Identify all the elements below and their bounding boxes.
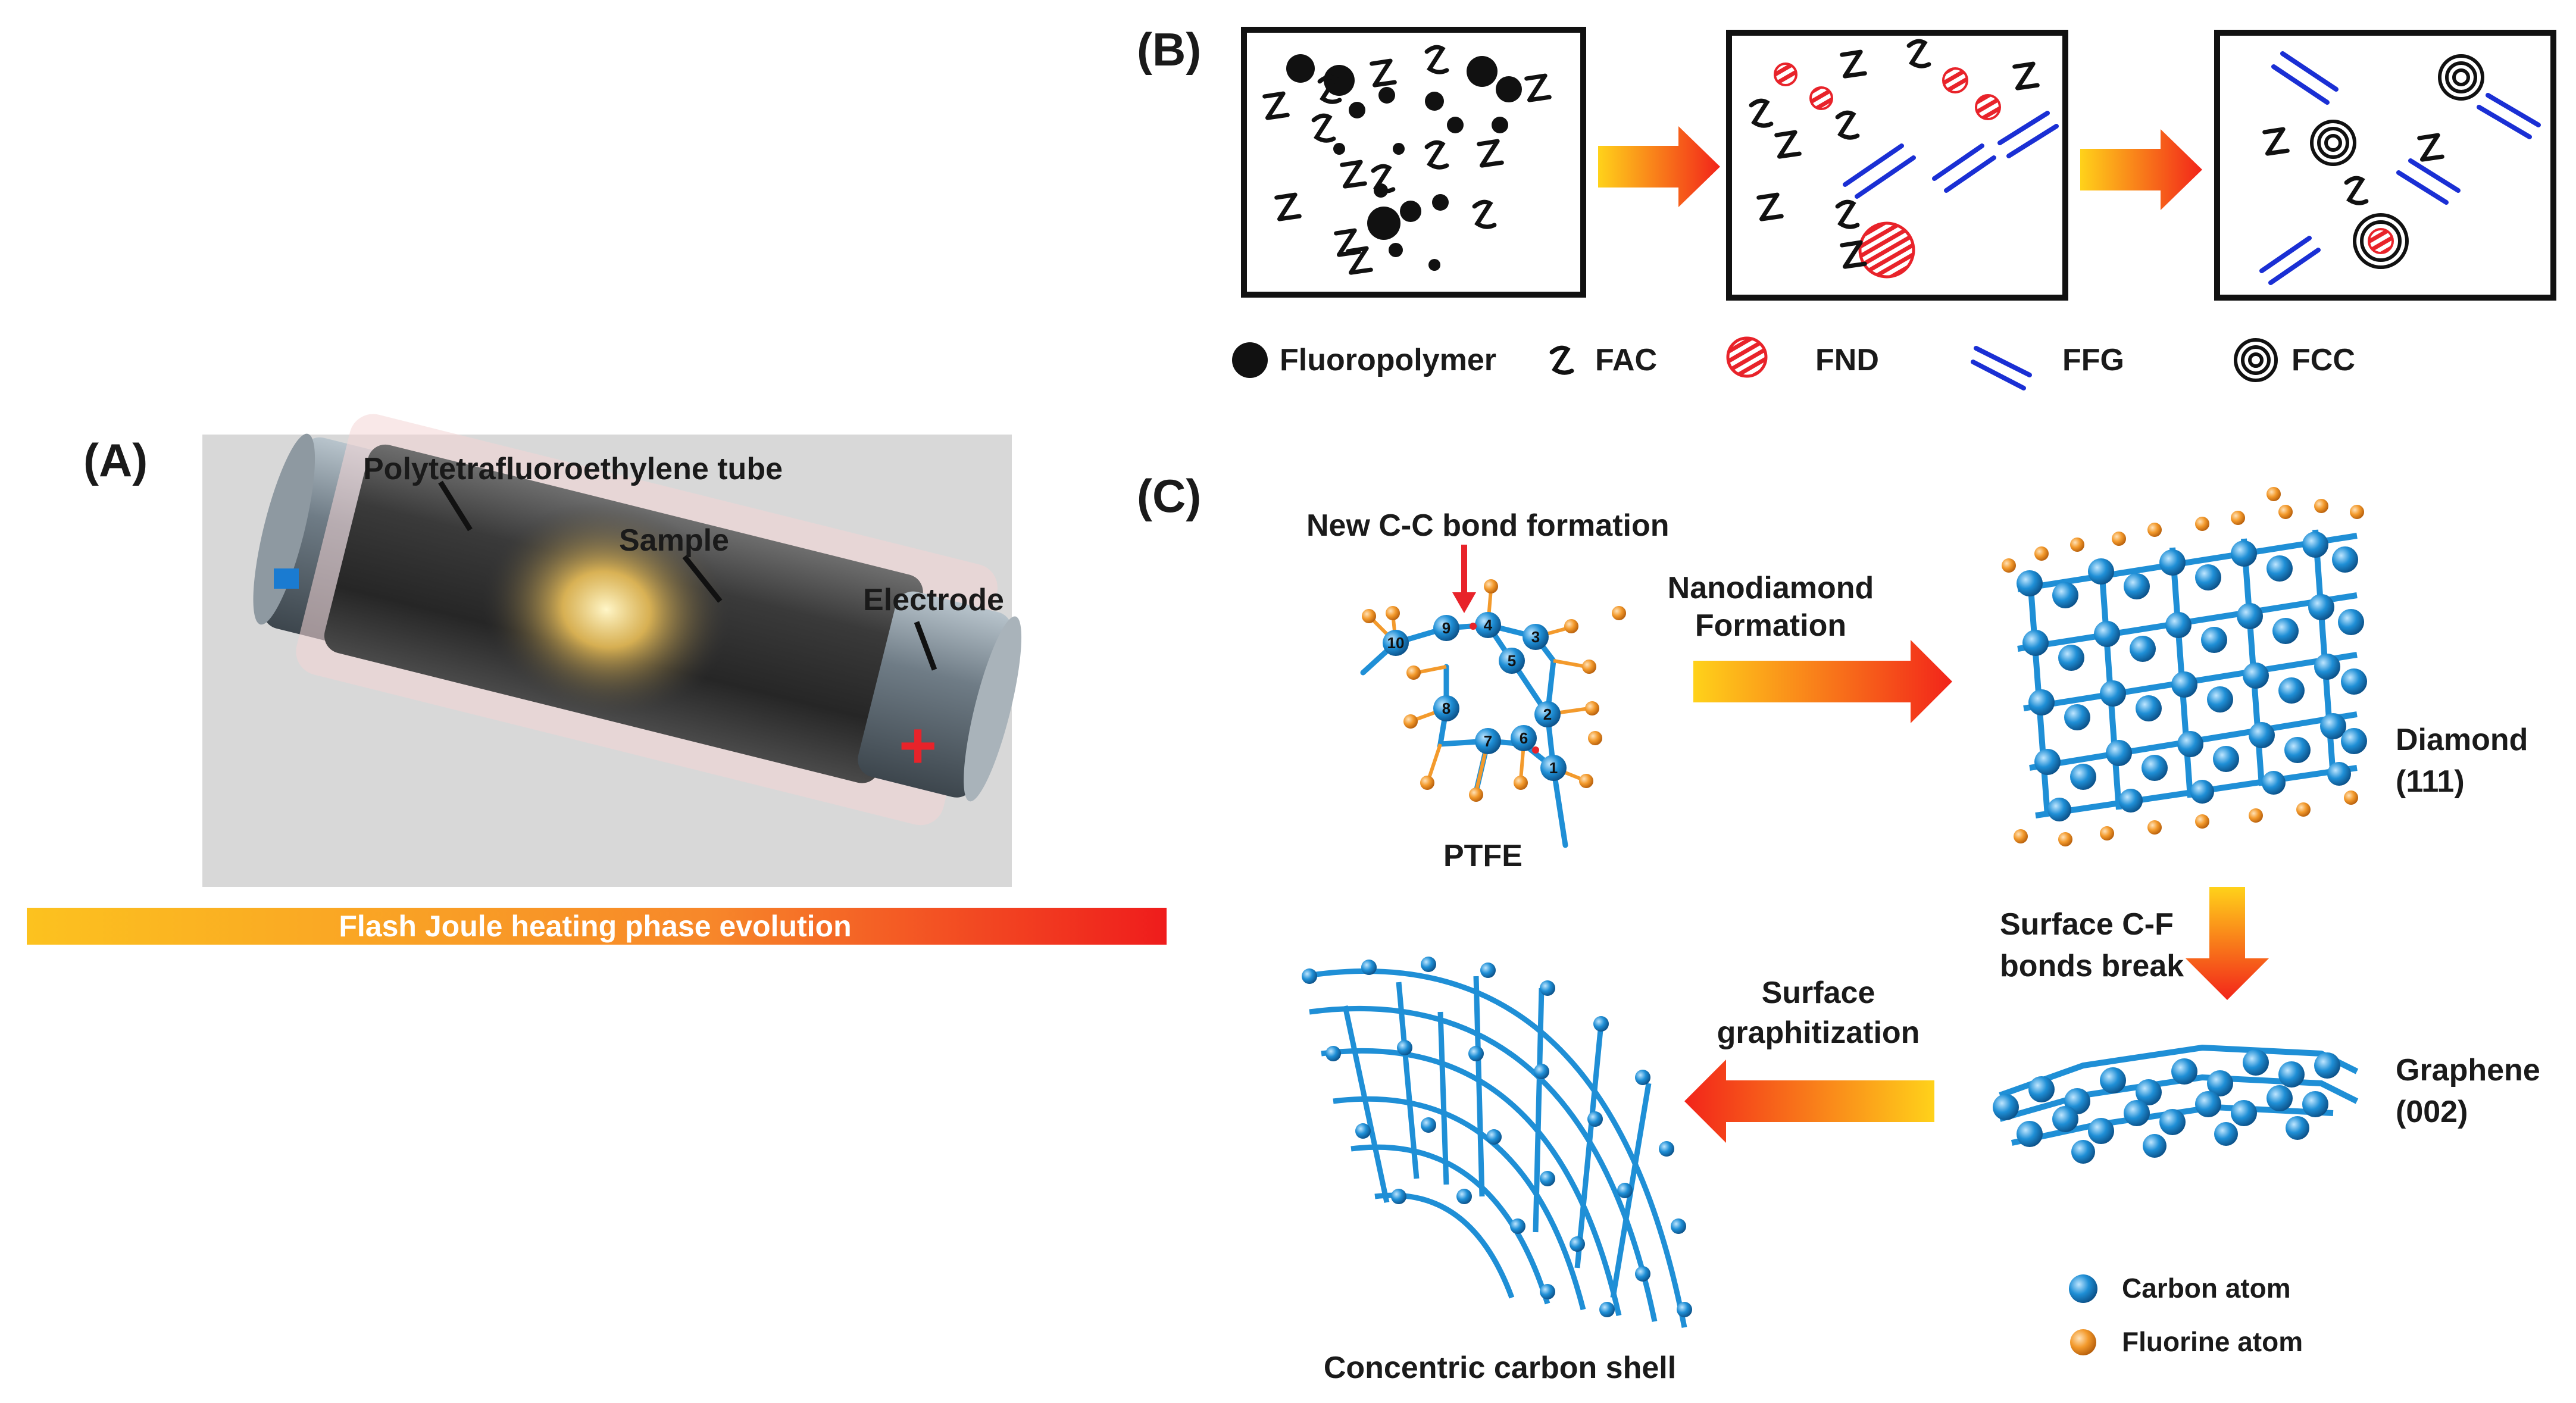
cf-break-label-2: bonds break bbox=[2000, 949, 2184, 983]
svg-text:1: 1 bbox=[1549, 759, 1558, 777]
carbon-atom-icon bbox=[2069, 1274, 2097, 1303]
filled-circle-icon bbox=[1232, 342, 1268, 378]
graphene-layers bbox=[1993, 1044, 2359, 1164]
phase-evolution-bar bbox=[27, 908, 1167, 945]
shell-label: Concentric carbon shell bbox=[1324, 1351, 1676, 1385]
stage-box-carbon bbox=[2214, 30, 2556, 301]
concentric-rings-icon bbox=[2234, 338, 2278, 382]
phase-evolution-label: Flash Joule heating phase evolution bbox=[339, 910, 851, 943]
electrode-leader-line bbox=[914, 621, 937, 671]
diamond-label-1: Diamond bbox=[2396, 723, 2528, 757]
hatched-red-circle-icon bbox=[1726, 336, 1768, 378]
legend-fac: FAC bbox=[1595, 343, 1657, 377]
stage-box-fluoropolymer bbox=[1241, 27, 1586, 298]
ptfe-label: PTFE bbox=[1443, 839, 1523, 873]
panel-c-legend: Carbon atom Fluorine atom bbox=[2069, 1273, 2303, 1357]
ptfe-molecule: 1 2 3 4 5 6 7 8 9 10 bbox=[1360, 579, 1626, 848]
panel-b-letter: (B) bbox=[1137, 23, 1201, 76]
svg-text:3: 3 bbox=[1531, 628, 1540, 646]
svg-text:8: 8 bbox=[1442, 699, 1450, 717]
graphitization-label-2: graphitization bbox=[1717, 1015, 1920, 1050]
legend-ffg: FFG bbox=[2062, 343, 2124, 377]
legend-fcc: FCC bbox=[2291, 343, 2355, 377]
stage-arrow-2 bbox=[2080, 129, 2202, 210]
graphene-label-1: Graphene bbox=[2396, 1053, 2540, 1088]
nanodiamond-arrow bbox=[1693, 640, 1952, 723]
fluorine-atom-icon bbox=[2070, 1329, 2096, 1355]
cf-break-arrow bbox=[2186, 887, 2269, 1000]
tube-label: Polytetrafluoroethylene tube bbox=[363, 452, 783, 486]
stage-arrow-1 bbox=[1598, 126, 1720, 207]
svg-text:9: 9 bbox=[1442, 619, 1450, 637]
svg-text:2: 2 bbox=[1543, 705, 1552, 723]
svg-text:4: 4 bbox=[1484, 616, 1493, 634]
panel-c: (C) New C-C bond formation bbox=[1137, 470, 2540, 1385]
panel-a: (A) + Polytetrafluoroethylene tube Sampl… bbox=[27, 414, 1167, 945]
legend-fnd: FND bbox=[1815, 343, 1879, 377]
ptfe-carbon-atoms bbox=[1383, 612, 1567, 781]
legend-fluoropolymer: Fluoropolymer bbox=[1280, 343, 1496, 377]
carbon-shell bbox=[1303, 968, 1687, 1328]
graphene-label-2: (002) bbox=[2396, 1095, 2468, 1129]
negative-terminal-icon bbox=[274, 568, 299, 589]
svg-text:7: 7 bbox=[1484, 732, 1492, 750]
legend-carbon: Carbon atom bbox=[2122, 1273, 2291, 1304]
zigzag-chain-icon bbox=[1552, 348, 1572, 373]
svg-text:10: 10 bbox=[1387, 634, 1405, 652]
diamond-label-2: (111) bbox=[2396, 764, 2465, 799]
left-electrode-face bbox=[253, 433, 315, 625]
flash-tube-assembly bbox=[253, 414, 1022, 826]
cf-break-label-1: Surface C-F bbox=[2000, 907, 2174, 942]
sample-label: Sample bbox=[619, 523, 729, 558]
legend-fluorine: Fluorine atom bbox=[2122, 1326, 2303, 1357]
svg-text:6: 6 bbox=[1520, 729, 1528, 747]
nanodiamond-label-1: Nanodiamond bbox=[1668, 571, 1874, 605]
panel-b: (B) bbox=[1137, 23, 2556, 390]
svg-text:5: 5 bbox=[1508, 652, 1516, 670]
panel-b-legend: Fluoropolymer FAC FND FFG FCC bbox=[1232, 336, 2355, 390]
positive-terminal-icon: + bbox=[899, 709, 937, 782]
nanodiamond-label-2: Formation bbox=[1695, 608, 1846, 643]
diamond-lattice bbox=[2002, 487, 2367, 846]
heating-glow bbox=[459, 475, 754, 744]
right-electrode-face bbox=[964, 616, 1022, 802]
tube-leader-line bbox=[438, 480, 473, 532]
double-blue-line-icon bbox=[1971, 346, 2032, 390]
bond-formation-label: New C-C bond formation bbox=[1306, 508, 1670, 543]
stage-box-mixed bbox=[1726, 30, 2068, 301]
electrode-label: Electrode bbox=[863, 583, 1004, 617]
graphitization-label-1: Surface bbox=[1762, 976, 1875, 1010]
sample-leader-line bbox=[682, 555, 723, 603]
graphitization-arrow bbox=[1684, 1060, 1934, 1143]
panel-c-letter: (C) bbox=[1137, 470, 1201, 522]
panel-a-letter: (A) bbox=[83, 434, 148, 486]
